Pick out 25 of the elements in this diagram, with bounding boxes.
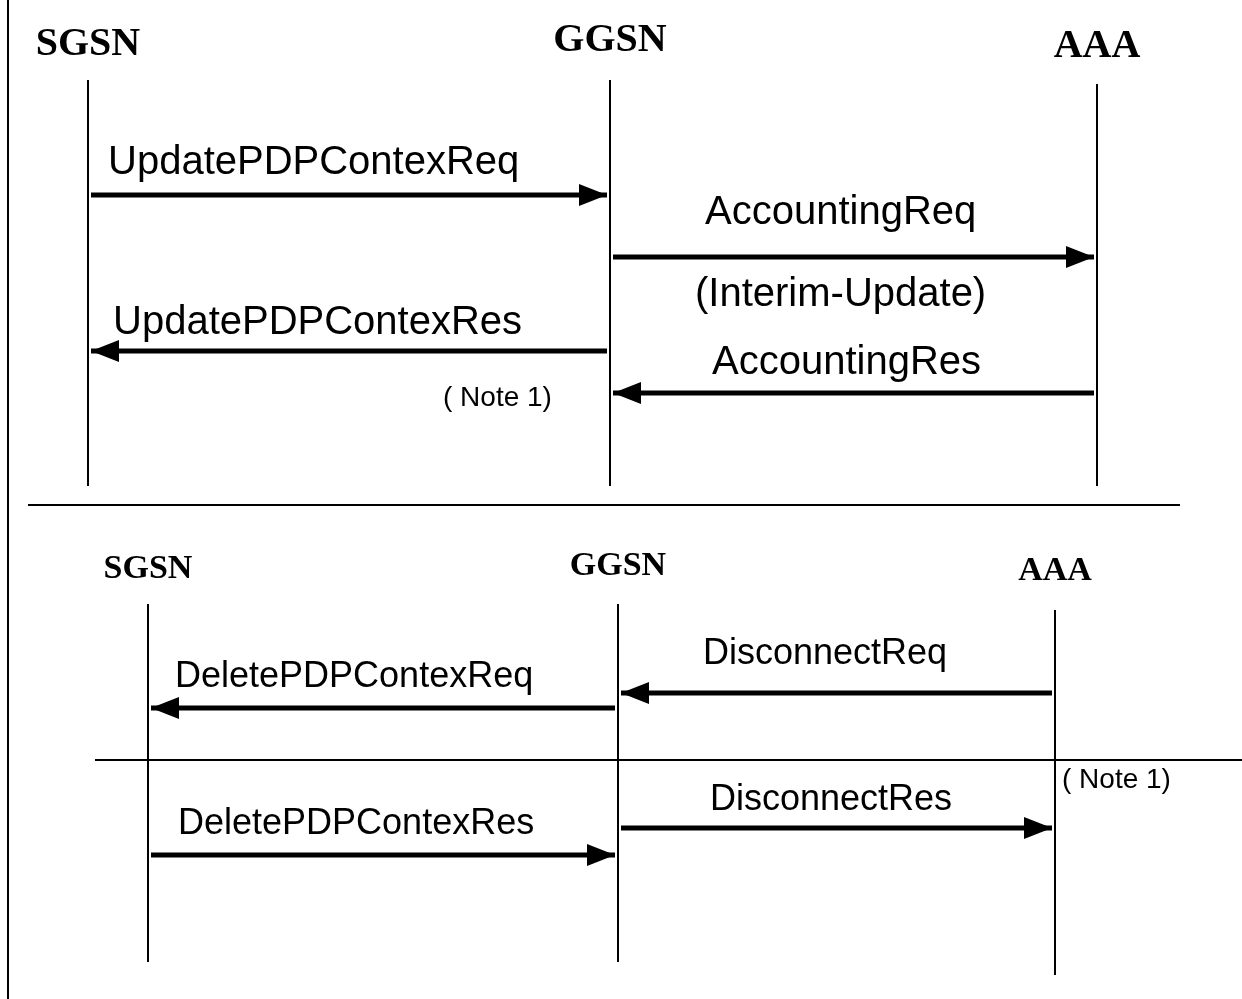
message-label: DisconnectReq xyxy=(703,632,948,672)
message-arrow xyxy=(621,817,1052,839)
message-arrow xyxy=(151,697,615,719)
message-arrow xyxy=(151,844,615,866)
message-arrow xyxy=(91,340,607,362)
message-arrow xyxy=(613,382,1094,404)
participant-name: AAA xyxy=(1018,550,1092,588)
note-text: ( Note 1) xyxy=(1062,764,1171,795)
message-label: DeletePDPContexReq xyxy=(175,655,534,695)
message-arrow xyxy=(613,246,1094,268)
message-label: UpdatePDPContexReq xyxy=(108,138,520,182)
participant-name: GGSN xyxy=(553,14,667,61)
message-label: UpdatePDPContexRes xyxy=(113,298,523,342)
participant-name: SGSN xyxy=(103,548,193,586)
message-label: DisconnectRes xyxy=(710,778,953,818)
participant-name: GGSN xyxy=(569,545,667,583)
message-label: AccountingRes xyxy=(712,338,982,382)
message-arrow xyxy=(91,184,607,206)
message-arrow xyxy=(621,682,1052,704)
participant-name: AAA xyxy=(1053,20,1141,67)
message-label: AccountingReq xyxy=(705,188,977,232)
participant-name: SGSN xyxy=(35,18,141,65)
message-label: (Interim-Update) xyxy=(695,270,987,314)
note-text: ( Note 1) xyxy=(443,382,552,413)
message-label: DeletePDPContexRes xyxy=(178,802,535,842)
